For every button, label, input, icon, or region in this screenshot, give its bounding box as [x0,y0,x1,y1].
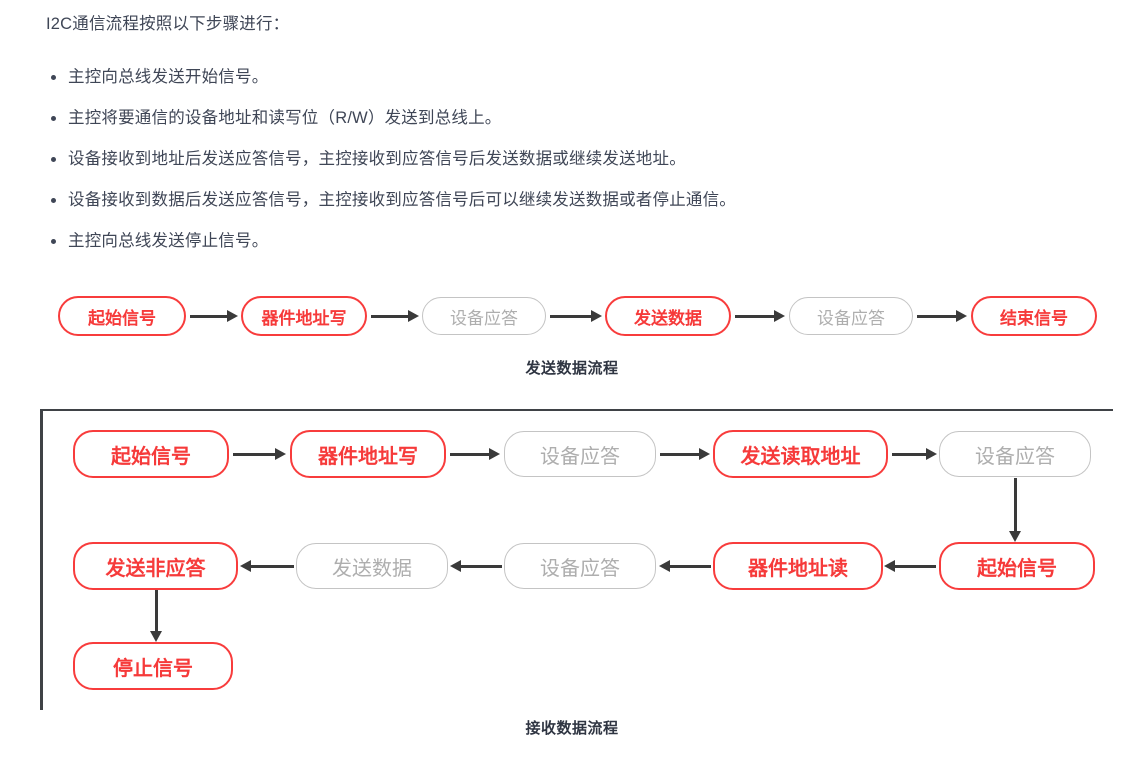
arrow-head [150,631,162,642]
steps-list: 主控向总线发送开始信号。 主控将要通信的设备地址和读写位（R/W）发送到总线上。… [46,66,736,271]
arrow-head [591,310,602,322]
arrow-head [450,560,461,572]
arrow-head [1009,531,1021,542]
arrow-head [659,560,670,572]
flow-arrow-r2-4 [240,556,294,576]
intro-paragraph: I2C通信流程按照以下步骤进行： [46,15,290,33]
flow-node-start-signal-r1[interactable]: 起始信号 [73,430,229,478]
flow-node-send-data[interactable]: 发送数据 [605,296,731,336]
flow-arrow-r1-4 [892,444,937,464]
flow-node-device-address-write-r1[interactable]: 器件地址写 [290,430,446,478]
flow-node-stop-signal-r3[interactable]: 停止信号 [73,642,233,690]
arrow-shaft [668,564,711,568]
arrow-shaft [154,590,158,633]
arrow-head [926,448,937,460]
flow-node-device-address-read[interactable]: 器件地址读 [713,542,883,590]
arrow-head [227,310,238,322]
flow-node-send-read-address[interactable]: 发送读取地址 [713,430,888,478]
arrow-shaft [1013,478,1017,533]
arrow-shaft [892,452,928,456]
flow-arrow-4 [735,306,785,326]
receive-flow-caption: 接收数据流程 [525,720,619,737]
arrow-head [884,560,895,572]
flow-node-send-nack[interactable]: 发送非应答 [73,542,238,590]
arrow-shaft [917,314,958,318]
arrow-shaft [450,452,491,456]
flow-node-device-ack-2[interactable]: 设备应答 [789,297,913,335]
arrow-shaft [550,314,593,318]
flow-arrow-r1-3 [660,444,710,464]
flow-arrow-5 [917,306,967,326]
list-item: 设备接收到地址后发送应答信号，主控接收到应答信号后发送数据或继续发送地址。 [46,148,736,170]
flow-arrow-1 [190,306,238,326]
flow-arrow-r1-1 [233,444,286,464]
flow-node-send-data-r2[interactable]: 发送数据 [296,543,448,589]
flow-arrow-down-2 [146,590,166,642]
flow-arrow-down-1 [1005,478,1025,542]
arrow-head [275,448,286,460]
list-item: 主控向总线发送开始信号。 [46,66,736,88]
flow-node-start-signal-r2[interactable]: 起始信号 [939,542,1095,590]
flow-node-start-signal[interactable]: 起始信号 [58,296,186,336]
flow-arrow-r2-3 [450,556,502,576]
flow-arrow-r2-2 [659,556,711,576]
list-item: 设备接收到数据后发送应答信号，主控接收到应答信号后可以继续发送数据或者停止通信。 [46,189,736,211]
send-flow-caption: 发送数据流程 [525,360,619,377]
arrow-shaft [893,564,936,568]
arrow-shaft [735,314,776,318]
flow-node-device-ack-r1-1[interactable]: 设备应答 [504,431,656,477]
arrow-head [408,310,419,322]
flow-arrow-r2-1 [884,556,936,576]
flow-node-device-ack-r2[interactable]: 设备应答 [504,543,656,589]
arrow-head [956,310,967,322]
arrow-shaft [249,564,294,568]
arrow-head [489,448,500,460]
flow-node-device-address-write[interactable]: 器件地址写 [241,296,367,336]
arrow-shaft [233,452,277,456]
flow-node-device-ack-1[interactable]: 设备应答 [422,297,546,335]
flow-arrow-r1-2 [450,444,500,464]
send-data-flowchart: 起始信号 器件地址写 设备应答 发送数据 设备应答 结束信号 发送数据流程 [0,0,1144,380]
receive-data-flowchart-frame [40,409,1113,710]
flow-node-device-ack-r1-2[interactable]: 设备应答 [939,431,1091,477]
arrow-shaft [660,452,701,456]
flow-arrow-3 [550,306,602,326]
list-item: 主控向总线发送停止信号。 [46,230,736,252]
arrow-shaft [459,564,502,568]
arrow-shaft [371,314,410,318]
arrow-head [240,560,251,572]
arrow-head [699,448,710,460]
list-item: 主控将要通信的设备地址和读写位（R/W）发送到总线上。 [46,107,736,129]
arrow-shaft [190,314,229,318]
flow-node-stop-signal[interactable]: 结束信号 [971,296,1097,336]
flow-arrow-2 [371,306,419,326]
arrow-head [774,310,785,322]
